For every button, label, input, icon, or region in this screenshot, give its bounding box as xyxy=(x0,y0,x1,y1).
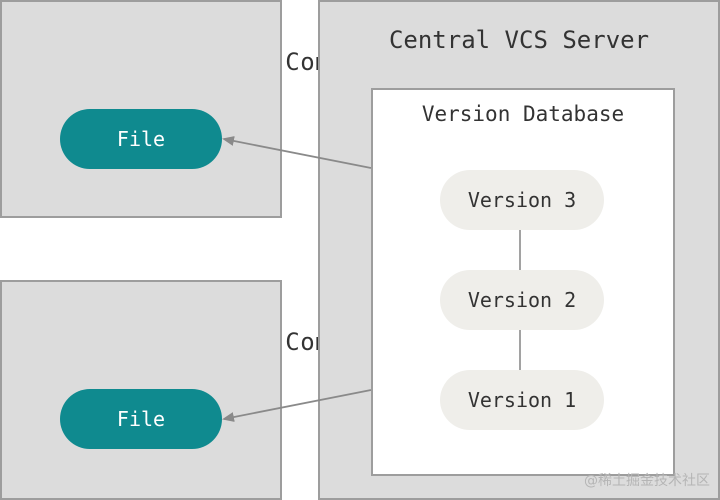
computer-a-file[interactable]: File xyxy=(60,109,222,169)
version-database-title: Version Database xyxy=(421,102,625,126)
version-2-node[interactable]: Version 2 xyxy=(440,270,604,330)
version-3-node[interactable]: Version 3 xyxy=(440,170,604,230)
computer-b-file[interactable]: File xyxy=(60,389,222,449)
version-1-node[interactable]: Version 1 xyxy=(440,370,604,430)
watermark: @稀土掘金技术社区 xyxy=(584,473,710,489)
central-server-title: Central VCS Server xyxy=(388,26,650,54)
